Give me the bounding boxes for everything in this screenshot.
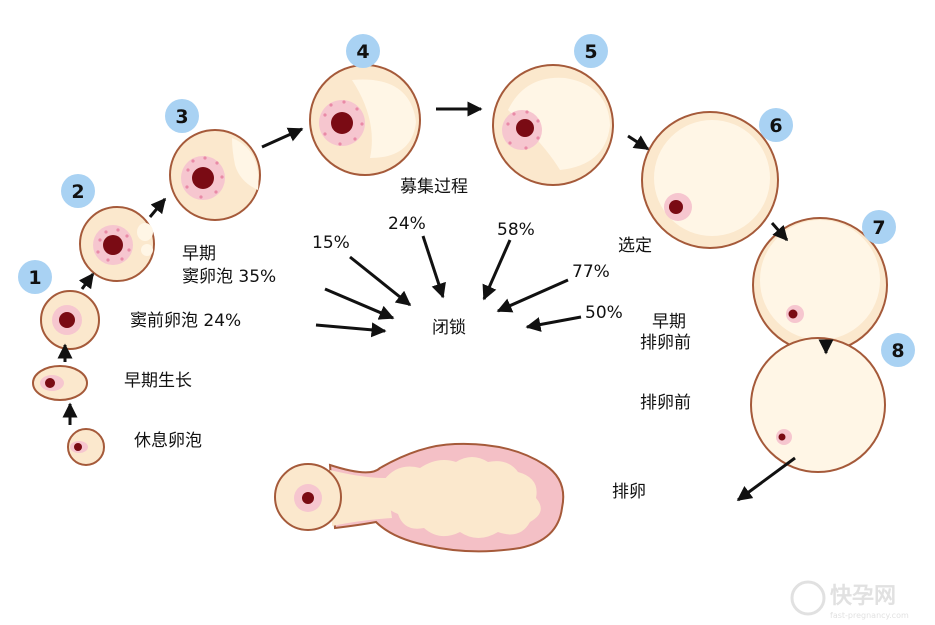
arrow-3-to-4 — [261, 127, 304, 149]
atresia-rate-50: 50% — [585, 303, 623, 323]
early-antral-follicle — [79, 206, 155, 282]
antral-follicle-stage-5 — [492, 64, 614, 186]
stage-number: 4 — [356, 41, 369, 63]
atresia-arrow-early-antral — [324, 287, 395, 320]
atresia-rate-15: 15% — [312, 233, 350, 253]
arrow-5-to-6 — [627, 134, 650, 151]
antral-follicle-stage-3 — [169, 129, 261, 221]
label-early-antral-line2: 窦卵泡 35% — [182, 267, 276, 287]
preantral-follicle — [40, 290, 100, 350]
atresia-arrow-24 — [421, 235, 446, 299]
stage-number: 8 — [891, 340, 904, 362]
atresia-arrows — [315, 235, 582, 338]
label-early-preovulatory-line1: 早期 — [652, 312, 686, 332]
stage-badge-7: 7 — [862, 210, 896, 244]
label-preovulatory: 排卵前 — [640, 393, 691, 413]
label-early-antral-line1: 早期 — [182, 244, 216, 264]
watermark: 快孕网 fast-pregnancy.com — [790, 580, 909, 620]
stage-number: 3 — [175, 106, 188, 128]
atresia-arrow-77 — [496, 278, 569, 313]
label-resting-follicle: 休息卵泡 — [134, 431, 202, 451]
atresia-arrow-58 — [482, 239, 512, 301]
stage-number: 7 — [872, 217, 885, 239]
arrow-6-to-7 — [770, 222, 789, 242]
watermark-url: fast-pregnancy.com — [830, 611, 909, 620]
atresia-arrow-preantral — [315, 322, 387, 338]
stage-badge-3: 3 — [165, 99, 199, 133]
atresia-arrow-15 — [349, 255, 412, 307]
label-preantral-follicle: 窦前卵泡 24% — [130, 311, 241, 331]
early-preovulatory-follicle-stage-7 — [752, 217, 888, 353]
stage-number: 6 — [769, 115, 782, 137]
watermark-text: 快孕网 — [830, 584, 896, 609]
stage-number: 1 — [28, 267, 41, 289]
early-growth-follicle — [32, 365, 88, 401]
preovulatory-follicle-stage-8 — [750, 337, 886, 473]
arrow-2-to-3 — [148, 197, 167, 218]
watermark-logo-icon — [790, 580, 826, 616]
stage-number: 5 — [584, 41, 597, 63]
stage-number: 2 — [71, 181, 84, 203]
selected-follicle-stage-6 — [641, 111, 779, 249]
label-atresia: 闭锁 — [432, 318, 466, 338]
ovulation-illustration — [274, 442, 565, 553]
stage-badge-8: 8 — [881, 333, 915, 367]
progression-arrows — [57, 101, 834, 502]
atresia-rate-58: 58% — [497, 220, 535, 240]
label-early-growth: 早期生长 — [124, 371, 192, 391]
resting-follicle — [67, 428, 105, 466]
antral-follicle-stage-4 — [309, 64, 421, 176]
stage-badge-5: 5 — [574, 34, 608, 68]
stage-badge-2: 2 — [61, 174, 95, 208]
label-recruitment: 募集过程 — [400, 177, 468, 197]
stage-badge-4: 4 — [346, 34, 380, 68]
stage-badge-6: 6 — [759, 108, 793, 142]
label-early-preovulatory-line2: 排卵前 — [640, 333, 691, 353]
arrow-1-to-2 — [78, 272, 95, 290]
label-ovulation: 排卵 — [612, 482, 646, 502]
arrow-8-to-ovulation — [736, 456, 796, 502]
atresia-rate-24: 24% — [388, 214, 426, 234]
atresia-rate-77: 77% — [572, 262, 610, 282]
atresia-arrow-50 — [525, 315, 582, 332]
stage-badge-1: 1 — [18, 260, 52, 294]
label-selection: 选定 — [618, 236, 652, 256]
